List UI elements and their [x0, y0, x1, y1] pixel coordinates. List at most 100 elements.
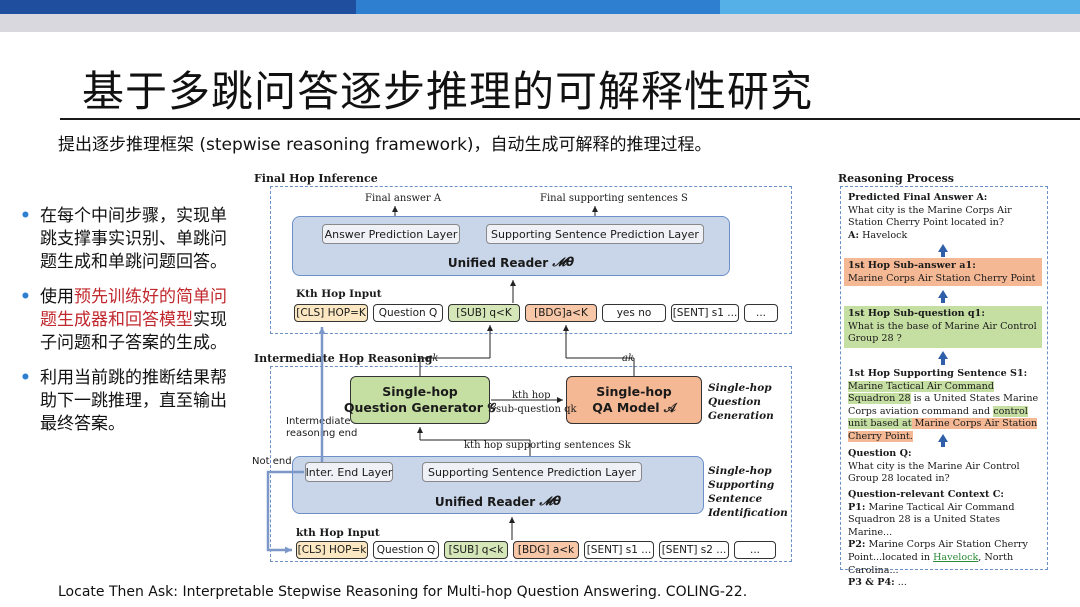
supporting-sentence-label: 1st Hop Supporting Sentence S1:: [848, 368, 1028, 379]
token-sent1-bottom: [SENT] s1 ...: [584, 541, 654, 559]
token-cls-top: [CLS] HOP=K: [294, 304, 368, 322]
banner-segment-dark: [0, 0, 356, 14]
up-arrow-icon: [938, 351, 948, 359]
predicted-answer-block: Predicted Final Answer A: What city is t…: [848, 192, 1042, 242]
qa-model-line2: QA Model 𝒜: [592, 400, 676, 415]
sss-identification-label: Single-hop Supporting Sentence Identific…: [708, 465, 788, 519]
token-sub-top: [SUB] q<K: [448, 304, 520, 322]
context-label: Question-relevant Context C:: [848, 489, 1004, 500]
sub-answer-block: 1st Hop Sub-answer a1: Marine Corps Air …: [848, 260, 1042, 285]
intermediate-hop-region: [270, 366, 792, 562]
question-generator-line2: Question Generator 𝒢: [343, 400, 497, 415]
final-supporting-label: Final supporting sentences S: [540, 193, 688, 204]
bullet-dot-icon: •: [20, 368, 31, 388]
kth-hop-input-bottom-label: kth Hop Input: [296, 527, 380, 539]
token-ellipsis-top: ...: [744, 304, 778, 322]
bullet-item-1: • 在每个中间步骤，实现单跳支撑事实识别、单跳问题生成和单跳问题回答。: [20, 205, 232, 274]
question-value: What city is the Marine Air Control Grou…: [848, 460, 1020, 485]
sub-question-label: 1st Hop Sub-question q1:: [848, 308, 985, 319]
predicted-answer-label: Predicted Final Answer A:: [848, 192, 988, 203]
bullet-item-2: • 使用预先训练好的简单问题生成器和回答模型实现子问题和子答案的生成。: [20, 286, 232, 355]
token-question-bottom: Question Q: [373, 541, 439, 559]
sub-question-value: What is the base of Marine Air Control G…: [848, 320, 1037, 345]
supporting-sentence-layer-top: Supporting Sentence Prediction Layer: [486, 224, 704, 244]
p1-text: Marine Tactical Air Command Squadron 28 …: [848, 501, 1015, 538]
slide-title: 基于多跳问答逐步推理的可解释性研究: [82, 67, 814, 116]
supporting-sentence-layer-bottom: Supporting Sentence Prediction Layer: [422, 462, 642, 482]
bullet-text: 利用当前跳的推断结果帮助下一跳推理，直至输出最终答案。: [40, 368, 227, 434]
token-sent2-bottom: [SENT] s2 ...: [659, 541, 729, 559]
token-cls-bottom: [CLS] HOP=k: [296, 541, 368, 559]
final-answer-label: Final answer A: [365, 193, 442, 204]
reasoning-title: Reasoning Process: [838, 172, 954, 185]
question-block: Question Q: What city is the Marine Air …: [848, 448, 1042, 486]
supporting-sentence-block: 1st Hop Supporting Sentence S1: Marine T…: [848, 368, 1044, 444]
answer-prediction-layer: Answer Prediction Layer: [322, 224, 460, 244]
question-generator-box: Single-hop Question Generator 𝒢: [344, 376, 496, 424]
banner-segment-light: [720, 0, 1080, 14]
not-end-label: Not end: [252, 456, 292, 467]
sub-question-label: sub-question qk: [496, 404, 577, 415]
title-divider: [60, 118, 1080, 120]
bullet-dot-icon: •: [20, 287, 31, 307]
unified-reader-symbol: 𝓜θ: [539, 494, 562, 508]
qa-model-box: Single-hop QA Model 𝒜: [566, 376, 702, 424]
p2-label: P2:: [848, 539, 866, 551]
slide-subtitle: 提出逐步推理框架 (stepwise reasoning framework)，…: [58, 135, 712, 155]
bullet-text: 在每个中间步骤，实现单跳支撑事实识别、单跳问题生成和单跳问题回答。: [40, 206, 227, 272]
qa-model-line1: Single-hop: [596, 384, 672, 399]
unified-reader-symbol: 𝓜θ: [552, 255, 575, 269]
predicted-question: What city is the Marine Corps Air Statio…: [848, 204, 1012, 229]
reasoning-region: [840, 186, 1048, 570]
context-block: Question-relevant Context C: P1: Marine …: [848, 489, 1042, 590]
up-arrow-icon: [938, 434, 948, 442]
token-sub-bottom: [SUB] q<k: [444, 541, 508, 559]
top-banner: [0, 0, 1080, 32]
bullet-list: • 在每个中间步骤，实现单跳支撑事实识别、单跳问题生成和单跳问题回答。 • 使用…: [20, 205, 232, 448]
token-ellipsis-bottom: ...: [734, 541, 776, 559]
kth-hop-label: kth hop: [512, 390, 551, 401]
up-arrow-shaft: [941, 441, 945, 447]
bullet-text: 使用: [40, 287, 74, 307]
question-generator-line1: Single-hop: [382, 384, 458, 399]
inter-end-layer: Inter. End Layer: [305, 462, 393, 482]
final-hop-title: Final Hop Inference: [254, 172, 378, 185]
sub-question-block: 1st Hop Sub-question q1: What is the bas…: [848, 308, 1042, 346]
predicted-answer-value: Havelock: [862, 229, 908, 241]
final-hop-region: [270, 186, 792, 334]
token-yesno-top: yes no: [602, 304, 666, 322]
sub-answer-label: 1st Hop Sub-answer a1:: [848, 260, 976, 271]
p34-label: P3 & P4:: [848, 577, 895, 589]
bullet-highlight-text: 预先训练好的简单问题生成器和回答模型: [40, 287, 227, 330]
kth-support-label: kth hop supporting sentences Sk: [464, 440, 631, 451]
token-sent-top: [SENT] s1 ...: [671, 304, 739, 322]
kth-hop-input-top-label: Kth Hop Input: [296, 288, 382, 300]
up-arrow-icon: [938, 290, 948, 298]
bullet-text: 实现子问题和子答案的生成。: [40, 310, 227, 353]
bullet-item-3: • 利用当前跳的推断结果帮助下一跳推理，直至输出最终答案。: [20, 367, 232, 436]
predicted-a-label: A:: [848, 229, 859, 241]
sub-answer-value: Marine Corps Air Station Cherry Point: [848, 272, 1036, 284]
arrow-not-end: [266, 470, 304, 554]
banner-segment-mid: [356, 0, 720, 14]
unified-reader-label: Unified Reader: [447, 256, 549, 270]
citation: Locate Then Ask: Interpretable Stepwise …: [58, 584, 748, 600]
question-label: Question Q:: [848, 448, 912, 459]
sub-answer-band: [844, 258, 1042, 286]
bullet-dot-icon: •: [20, 206, 31, 226]
intermediate-hop-title: Intermediate Hop Reasoning: [254, 352, 433, 365]
sq-generation-label: Single-hop Question Generation: [708, 382, 774, 422]
token-bdg-top: [BDG]a<K: [525, 304, 597, 322]
unified-reader-label: Unified Reader: [434, 495, 536, 509]
p1-label: P1:: [848, 501, 866, 513]
p34-text: ...: [897, 577, 907, 589]
p2-text-end: , North Carolina...: [848, 551, 1014, 576]
up-arrow-shaft: [941, 251, 945, 257]
up-arrow-shaft: [941, 297, 945, 303]
token-bdg-bottom: [BDG] a<k: [513, 541, 579, 559]
up-arrow-icon: [938, 244, 948, 252]
p2-text: Marine Corps Air Station Cherry Point...…: [848, 539, 1028, 563]
p2-havelock-link: Havelock: [933, 551, 979, 563]
sub-question-band: [844, 306, 1042, 348]
